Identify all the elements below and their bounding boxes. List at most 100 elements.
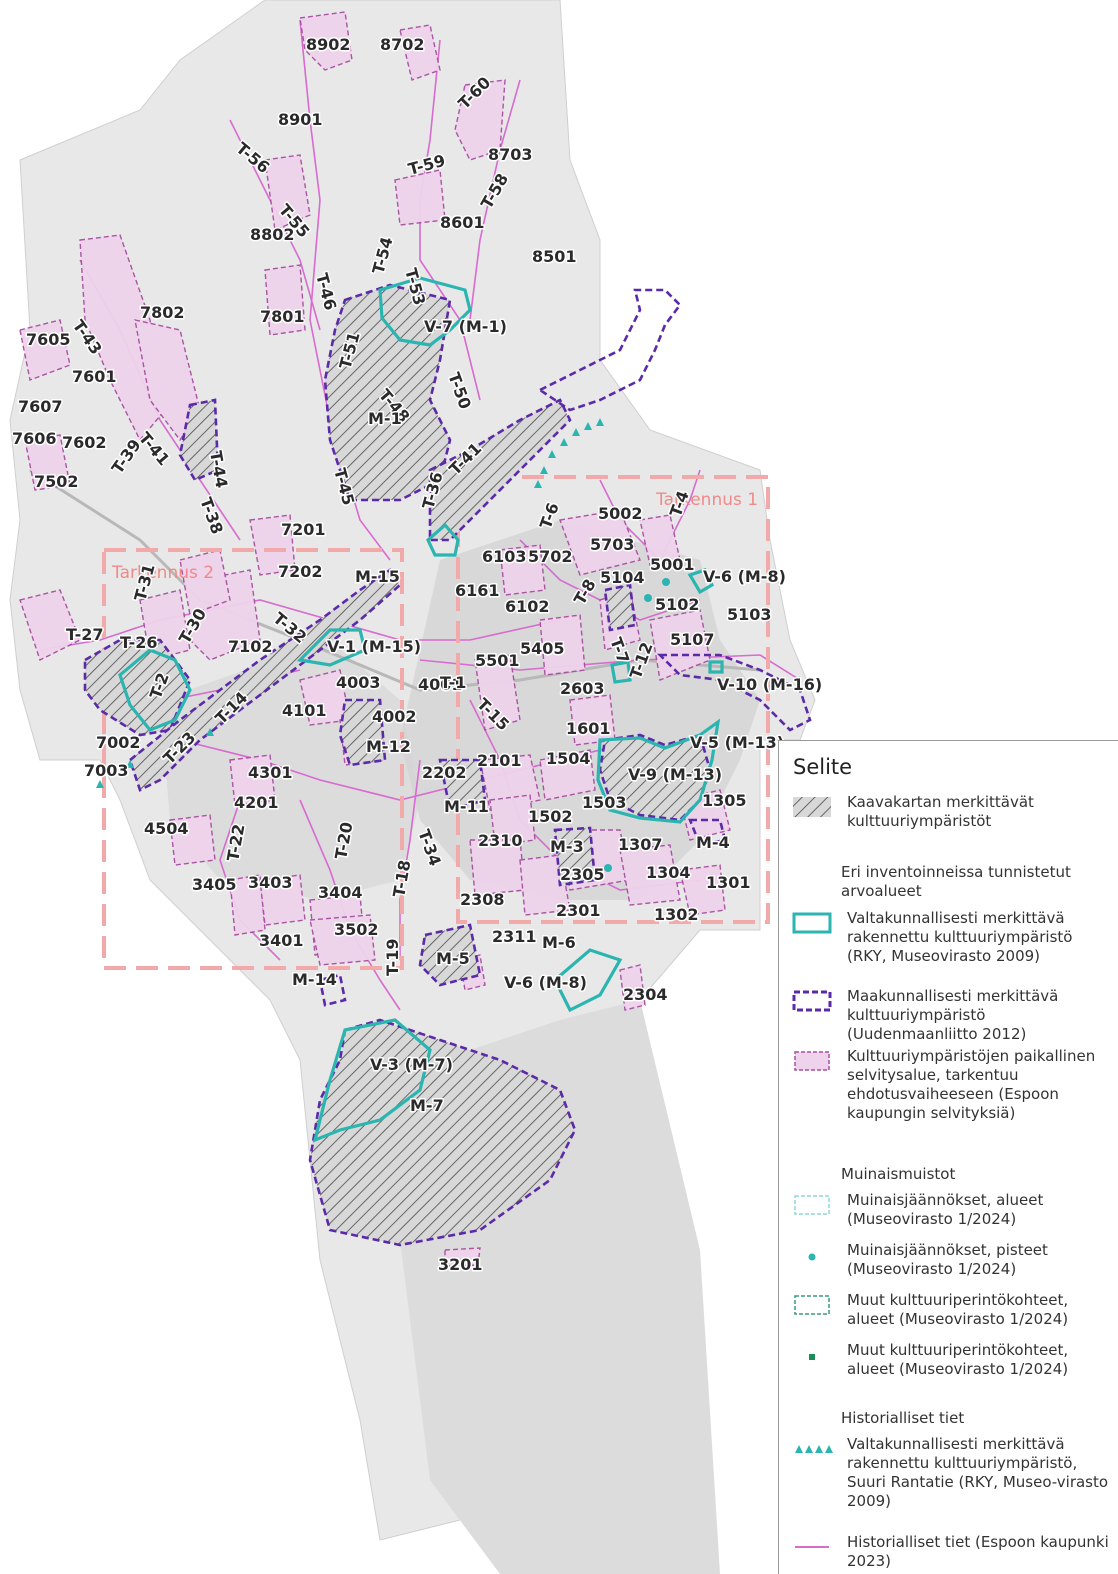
map-area-label: 8501 — [532, 247, 577, 266]
hatch-swatch-icon — [793, 797, 831, 817]
map-area-label: M-15 — [355, 567, 400, 586]
map-area-label: M-12 — [366, 737, 411, 756]
map-area-label: 2310 — [478, 831, 523, 850]
map-area-label: 4301 — [248, 763, 293, 782]
map-area-label: 1302 — [654, 905, 699, 924]
map-area-label: 2305 — [560, 865, 605, 884]
pink-line-swatch-icon — [795, 1546, 829, 1548]
map-area-label: 8703 — [488, 145, 533, 164]
teal-light-dashed-swatch-icon — [794, 1195, 830, 1215]
tarkennus-1-label: Tarkennus 1 — [655, 490, 758, 510]
map-area-label: 8601 — [440, 213, 485, 232]
map-area-label: V-5 (M-13) — [690, 733, 784, 752]
map-area-label: 7502 — [34, 472, 79, 491]
legend-group-inventories: Eri inventoinneissa tunnistetut arvoalue… — [841, 863, 1071, 900]
map-area-label: 2308 — [460, 890, 505, 909]
tarkennus-1-frame — [456, 475, 770, 924]
map-area-label: 2304 — [623, 985, 668, 1004]
map-area-label: M-11 — [444, 797, 489, 816]
map-area-label: M-3 — [550, 837, 584, 856]
map-area-label: 3401 — [259, 931, 304, 950]
map-area-label: M-1 — [368, 409, 402, 428]
map-area-label: V-3 (M-7) — [370, 1055, 453, 1074]
map-area-label: 5703 — [590, 535, 635, 554]
map-area-label: 6102 — [505, 597, 550, 616]
teal-dot-swatch-icon — [808, 1253, 816, 1261]
map-area-label: M-7 — [410, 1096, 444, 1115]
map-area-label: 8702 — [380, 35, 425, 54]
map-area-label: 7606 — [12, 429, 57, 448]
green-dashed-swatch-icon — [794, 1295, 830, 1315]
map-area-label: 4001 — [418, 675, 463, 694]
map-area-label: 1503 — [582, 793, 627, 812]
rky-national-areas — [118, 276, 724, 1143]
map-area-label: 7802 — [140, 303, 185, 322]
plan-significant-areas — [83, 283, 712, 1247]
map-area-label: 4003 — [336, 673, 381, 692]
map-area-label: 8902 — [306, 35, 351, 54]
green-square-swatch-icon — [809, 1354, 815, 1360]
legend-panel: Selite Kaavakartan merkittävät kulttuuri… — [778, 740, 1118, 1574]
map-area-label: 5405 — [520, 639, 565, 658]
map-area-label: V-7 (M-1) — [424, 317, 507, 336]
map-area-label: 1504 — [546, 749, 591, 768]
map-area-label: 2603 — [560, 679, 605, 698]
map-area-label: 5104 — [600, 568, 645, 587]
map-area-label: M-4 — [696, 833, 730, 852]
map-area-label: T-27 — [66, 625, 103, 644]
map-area-label: 2101 — [477, 751, 522, 770]
tarkennus-2-frame — [102, 548, 404, 970]
archaeological-points — [604, 578, 670, 872]
legend-title: Selite — [793, 755, 853, 779]
teal-outline-swatch-icon — [792, 912, 832, 934]
pink-dashed-swatch-icon — [794, 1051, 830, 1071]
map-area-label: V-10 (M-16) — [717, 675, 822, 694]
tarkennus-2-label: Tarkennus 2 — [111, 563, 214, 583]
map-area-label: 5702 — [528, 547, 573, 566]
map-area-label: 6103 — [482, 547, 527, 566]
map-area-label: 4002 — [372, 707, 417, 726]
map-area-label: 5102 — [655, 595, 700, 614]
map-area-label: 7801 — [260, 307, 305, 326]
map-area-label: 3405 — [192, 875, 237, 894]
map-area-label: 7201 — [281, 520, 326, 539]
map-area-label: T-1 — [440, 673, 466, 692]
map-area-label: 5501 — [475, 651, 520, 670]
map-area-label: 1305 — [702, 791, 747, 810]
map-area-label: 7003 — [84, 761, 129, 780]
map-area-label: 3403 — [248, 873, 293, 892]
map-area-label: 4101 — [282, 701, 327, 720]
map-area-label: 1301 — [706, 873, 751, 892]
map-area-label: 4201 — [234, 793, 279, 812]
map-area-label: 3201 — [438, 1255, 483, 1274]
map-area-label: 1601 — [566, 719, 611, 738]
map-area-label: 7607 — [18, 397, 63, 416]
map-area-label: 5103 — [727, 605, 772, 624]
map-area-label: T-36 — [419, 470, 447, 511]
map-area-label: M-14 — [292, 970, 337, 989]
map-area-label: 1304 — [646, 863, 691, 882]
map-area-label: 3502 — [334, 920, 379, 939]
map-area-label: V-1 (M-15) — [327, 637, 421, 656]
map-area-label: 2301 — [556, 901, 601, 920]
map-area-label: 8802 — [250, 225, 295, 244]
map-area-label: 1502 — [528, 807, 573, 826]
map-area-label: 3404 — [318, 883, 363, 902]
map-area-label: 7602 — [62, 433, 107, 452]
map-area-label: 5001 — [650, 555, 695, 574]
map-area-label: 7102 — [228, 637, 273, 656]
purple-dashed-swatch-icon — [792, 990, 832, 1012]
map-area-label: T-26 — [120, 633, 157, 652]
map-area-label: V-6 (M-8) — [703, 567, 786, 586]
map-area-label: T-19 — [383, 939, 402, 976]
teal-triangles-swatch-icon — [795, 1445, 833, 1453]
map-area-label: 1307 — [618, 835, 663, 854]
map-area-label: 6161 — [455, 581, 500, 600]
suuri-rantatie-road — [96, 418, 604, 788]
map-area-label: 7002 — [96, 733, 141, 752]
legend-group-ancient: Muinaismuistot — [841, 1165, 956, 1183]
map-area-label: M-6 — [542, 933, 576, 952]
regional-areas — [318, 288, 812, 1007]
map-area-label: 7601 — [72, 367, 117, 386]
